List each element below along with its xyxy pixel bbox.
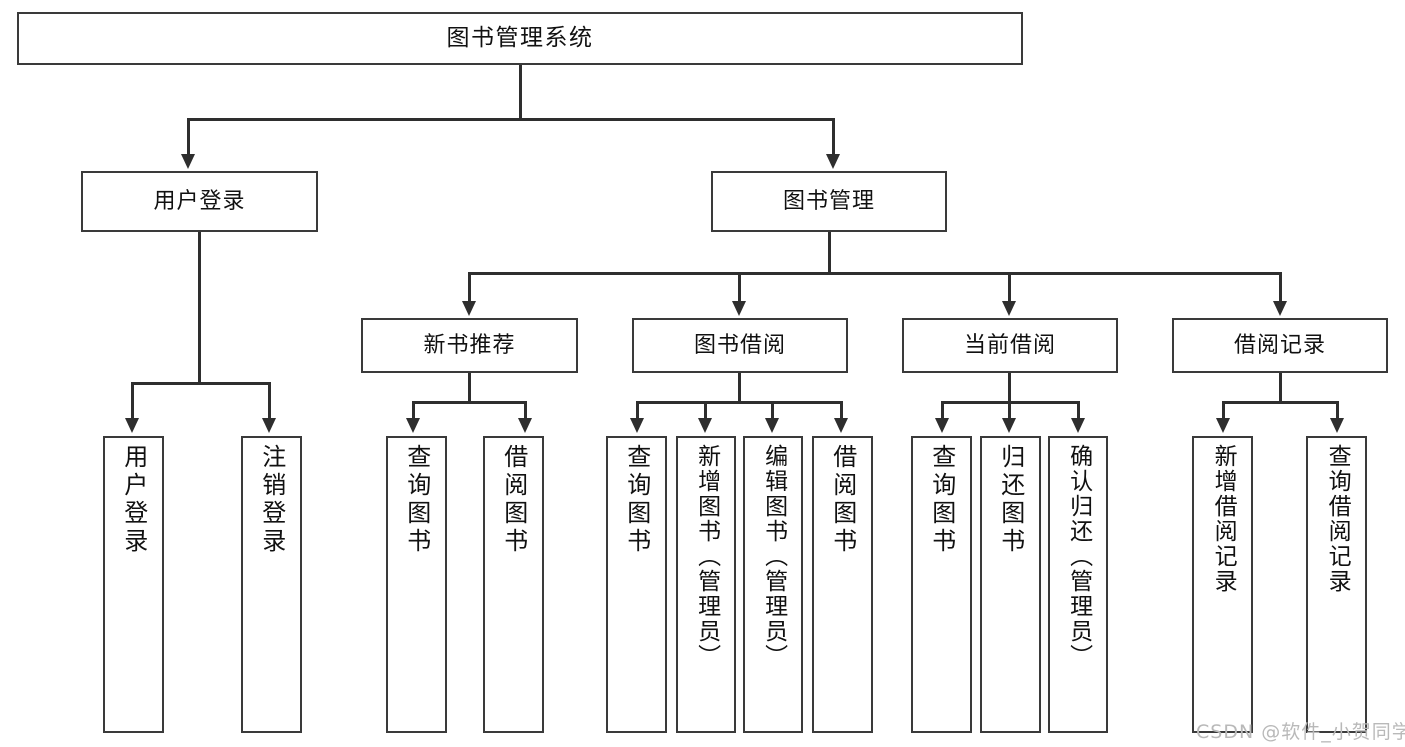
connector-book-manage-stem xyxy=(828,232,831,272)
node-label: 查询借阅记录 xyxy=(1324,444,1351,594)
leaf-recommend-query-book[interactable]: 查询图书 xyxy=(386,436,447,733)
node-current-borrow[interactable]: 当前借阅 xyxy=(902,318,1118,373)
connector-recommend-bus xyxy=(412,401,527,404)
arrowhead-new-book-recommend xyxy=(462,301,476,316)
node-book-borrow[interactable]: 图书借阅 xyxy=(632,318,848,373)
leaf-current-confirm-return-admin[interactable]: 确认归还（管理员） xyxy=(1048,436,1108,733)
connector-to-book-manage xyxy=(832,118,835,156)
node-user-login[interactable]: 用户登录 xyxy=(81,171,318,232)
leaf-logout[interactable]: 注销登录 xyxy=(241,436,302,733)
node-new-book-recommend[interactable]: 新书推荐 xyxy=(361,318,578,373)
node-borrow-record[interactable]: 借阅记录 xyxy=(1172,318,1388,373)
node-label: 新增图书（管理员） xyxy=(693,444,720,669)
arrowhead-leaf-borrow-4 xyxy=(834,418,848,433)
connector-user-login-drop-1 xyxy=(131,382,134,420)
leaf-borrow-borrow-book[interactable]: 借阅图书 xyxy=(812,436,873,733)
node-label: 查询图书 xyxy=(622,444,651,556)
connector-level3-drop-1 xyxy=(468,272,471,303)
connector-current-drop-1 xyxy=(941,401,944,420)
connector-level3-drop-4 xyxy=(1279,272,1282,303)
connector-record-stem xyxy=(1279,373,1282,401)
arrowhead-book-borrow xyxy=(732,301,746,316)
arrowhead-leaf-user-login xyxy=(125,418,139,433)
arrowhead-book-manage xyxy=(826,154,840,169)
connector-current-drop-3 xyxy=(1077,401,1080,420)
arrowhead-current-borrow xyxy=(1002,301,1016,316)
arrowhead-leaf-borrow-2 xyxy=(698,418,712,433)
connector-borrow-drop-3 xyxy=(771,401,774,420)
node-label: 借阅记录 xyxy=(1233,332,1326,358)
leaf-current-query-book[interactable]: 查询图书 xyxy=(911,436,972,733)
leaf-user-login[interactable]: 用户登录 xyxy=(103,436,164,733)
node-label: 查询图书 xyxy=(402,444,431,556)
connector-root-stem xyxy=(519,65,522,118)
connector-borrow-bus xyxy=(636,401,843,404)
node-label: 图书借阅 xyxy=(693,332,786,358)
node-label: 编辑图书（管理员） xyxy=(760,444,787,669)
connector-record-drop-1 xyxy=(1222,401,1225,420)
arrowhead-leaf-current-2 xyxy=(1002,418,1016,433)
connector-borrow-stem xyxy=(738,373,741,401)
connector-current-drop-2 xyxy=(1008,401,1011,420)
arrowhead-leaf-borrow-1 xyxy=(630,418,644,433)
arrowhead-leaf-record-2 xyxy=(1330,418,1344,433)
connector-level3-drop-3 xyxy=(1008,272,1011,303)
node-label: 图书管理系统 xyxy=(446,25,594,52)
leaf-borrow-query-book[interactable]: 查询图书 xyxy=(606,436,667,733)
arrowhead-leaf-record-1 xyxy=(1216,418,1230,433)
connector-borrow-drop-2 xyxy=(704,401,707,420)
node-label: 新增借阅记录 xyxy=(1210,444,1237,594)
node-label: 当前借阅 xyxy=(963,332,1056,358)
connector-record-bus xyxy=(1222,401,1339,404)
leaf-recommend-borrow-book[interactable]: 借阅图书 xyxy=(483,436,544,733)
leaf-current-return-book[interactable]: 归还图书 xyxy=(980,436,1041,733)
connector-recommend-drop-1 xyxy=(412,401,415,420)
arrowhead-leaf-recommend-1 xyxy=(406,418,420,433)
connector-recommend-stem xyxy=(468,373,471,401)
node-label: 用户登录 xyxy=(153,188,246,214)
csdn-watermark: CSDN @软件_小贺同学 xyxy=(1196,721,1405,743)
connector-level3-bus xyxy=(468,272,1282,275)
arrowhead-user-login xyxy=(181,154,195,169)
arrowhead-leaf-logout xyxy=(262,418,276,433)
connector-level3-drop-2 xyxy=(738,272,741,303)
connector-to-user-login xyxy=(187,118,190,156)
connector-user-login-stem xyxy=(198,232,201,382)
connector-borrow-drop-1 xyxy=(636,401,639,420)
node-label: 图书管理 xyxy=(782,188,875,214)
connector-user-login-drop-2 xyxy=(268,382,271,420)
node-label: 借阅图书 xyxy=(499,444,528,556)
connector-record-drop-2 xyxy=(1336,401,1339,420)
node-label: 确认归还（管理员） xyxy=(1065,444,1092,669)
node-label: 查询图书 xyxy=(927,444,956,556)
connector-level2-bus xyxy=(187,118,835,121)
connector-user-login-bus xyxy=(131,382,270,385)
connector-borrow-drop-4 xyxy=(840,401,843,420)
connector-recommend-drop-2 xyxy=(524,401,527,420)
arrowhead-borrow-record xyxy=(1273,301,1287,316)
leaf-borrow-edit-book-admin[interactable]: 编辑图书（管理员） xyxy=(743,436,803,733)
node-label: 借阅图书 xyxy=(828,444,857,556)
node-label: 新书推荐 xyxy=(423,332,516,358)
node-label: 注销登录 xyxy=(257,444,286,556)
arrowhead-leaf-current-3 xyxy=(1071,418,1085,433)
arrowhead-leaf-current-1 xyxy=(935,418,949,433)
leaf-record-query-record[interactable]: 查询借阅记录 xyxy=(1306,436,1367,733)
leaf-record-add-record[interactable]: 新增借阅记录 xyxy=(1192,436,1253,733)
node-book-management[interactable]: 图书管理 xyxy=(711,171,947,232)
connector-current-stem xyxy=(1008,373,1011,401)
node-label: 归还图书 xyxy=(996,444,1025,556)
leaf-borrow-add-book-admin[interactable]: 新增图书（管理员） xyxy=(676,436,736,733)
node-root-system[interactable]: 图书管理系统 xyxy=(17,12,1023,65)
node-label: 用户登录 xyxy=(119,444,148,556)
arrowhead-leaf-recommend-2 xyxy=(518,418,532,433)
arrowhead-leaf-borrow-3 xyxy=(765,418,779,433)
